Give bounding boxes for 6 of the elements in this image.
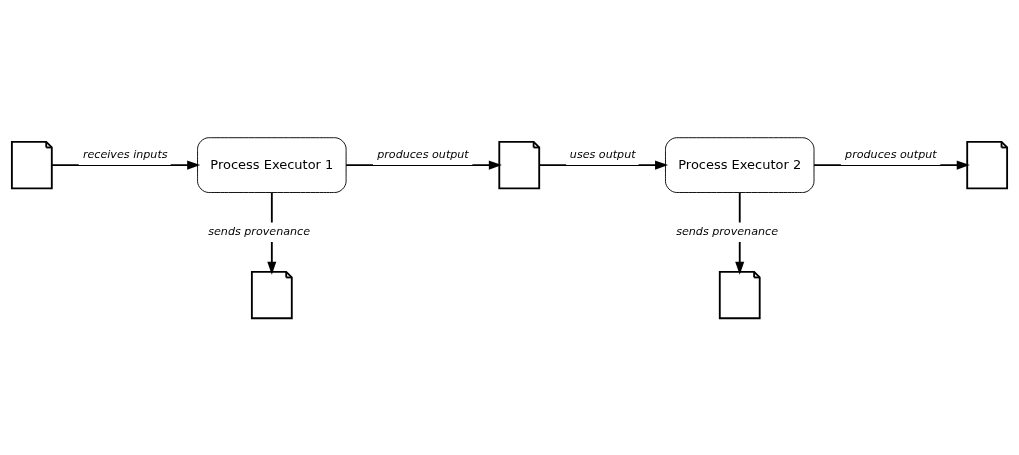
edge-label: produces output	[377, 147, 469, 161]
edge-label: receives inputs	[82, 147, 168, 161]
edge-label: produces output	[845, 147, 937, 161]
edge-label: uses output	[569, 147, 636, 161]
edge-label: sends provenance	[676, 224, 778, 238]
edge-label: sends provenance	[208, 224, 311, 238]
